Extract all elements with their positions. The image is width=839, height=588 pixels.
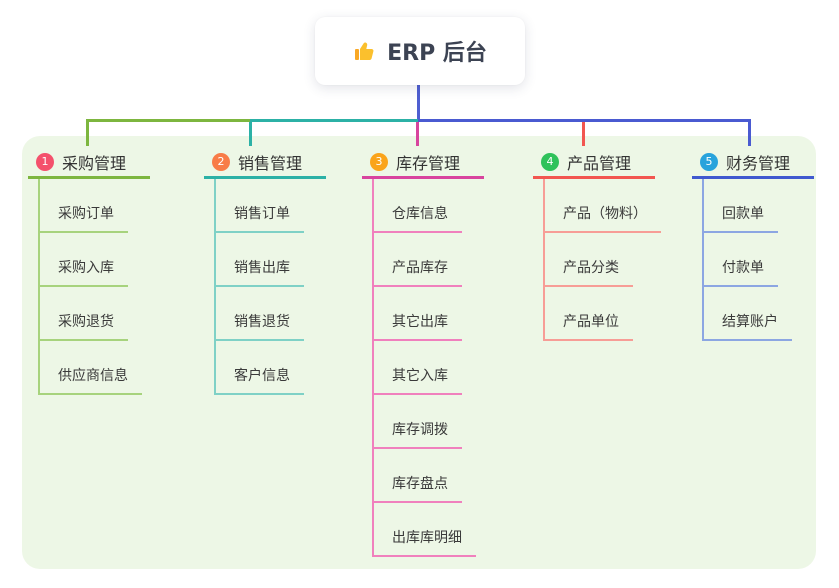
branch-label: 产品管理 bbox=[567, 154, 632, 173]
branch-children: 回款单付款单结算账户 bbox=[702, 179, 814, 341]
branch-badge-icon: 2 bbox=[212, 153, 230, 171]
branch-topic[interactable]: 3 库存管理 bbox=[362, 148, 485, 179]
connector-horizontal-teal bbox=[250, 119, 418, 122]
branch-badge-icon: 4 bbox=[541, 153, 559, 171]
child-topic[interactable]: 出库库明细 bbox=[372, 503, 476, 557]
branches-panel bbox=[22, 136, 816, 569]
child-topic[interactable]: 供应商信息 bbox=[38, 341, 142, 395]
branch-product: 4 产品管理 产品（物料）产品分类产品单位 bbox=[533, 148, 661, 341]
branch-finance: 5 财务管理 回款单付款单结算账户 bbox=[692, 148, 815, 341]
connector-drop-finance bbox=[748, 119, 751, 146]
branch-children: 采购订单采购入库采购退货供应商信息 bbox=[38, 179, 150, 395]
branch-children: 产品（物料）产品分类产品单位 bbox=[543, 179, 661, 341]
child-topic[interactable]: 产品分类 bbox=[543, 233, 633, 287]
child-topic[interactable]: 采购退货 bbox=[38, 287, 128, 341]
branch-topic[interactable]: 2 销售管理 bbox=[204, 148, 327, 179]
connector-drop-sales bbox=[249, 119, 252, 146]
connector-root-stem bbox=[417, 85, 420, 119]
connector-horizontal-green bbox=[86, 119, 250, 122]
child-topic[interactable]: 回款单 bbox=[702, 179, 778, 233]
child-topic[interactable]: 库存调拨 bbox=[372, 395, 462, 449]
branch-label: 采购管理 bbox=[62, 154, 127, 173]
child-topic[interactable]: 客户信息 bbox=[214, 341, 304, 395]
branch-children: 销售订单销售出库销售退货客户信息 bbox=[214, 179, 326, 395]
connector-drop-inventory bbox=[416, 119, 419, 146]
child-topic[interactable]: 产品库存 bbox=[372, 233, 462, 287]
child-topic[interactable]: 其它入库 bbox=[372, 341, 462, 395]
branch-procurement: 1 采购管理 采购订单采购入库采购退货供应商信息 bbox=[28, 148, 151, 395]
child-topic[interactable]: 付款单 bbox=[702, 233, 778, 287]
child-topic[interactable]: 销售出库 bbox=[214, 233, 304, 287]
branch-label: 库存管理 bbox=[396, 154, 461, 173]
child-topic[interactable]: 其它出库 bbox=[372, 287, 462, 341]
connector-drop-product bbox=[582, 119, 585, 146]
child-topic[interactable]: 结算账户 bbox=[702, 287, 792, 341]
branch-inventory: 3 库存管理 仓库信息产品库存其它出库其它入库库存调拨库存盘点出库库明细 bbox=[362, 148, 485, 557]
child-topic[interactable]: 产品单位 bbox=[543, 287, 633, 341]
connector-horizontal-indigo bbox=[418, 119, 751, 122]
branch-badge-icon: 5 bbox=[700, 153, 718, 171]
branch-badge-icon: 3 bbox=[370, 153, 388, 171]
child-topic[interactable]: 采购订单 bbox=[38, 179, 128, 233]
child-topic[interactable]: 销售退货 bbox=[214, 287, 304, 341]
child-topic[interactable]: 产品（物料） bbox=[543, 179, 661, 233]
branch-topic[interactable]: 5 财务管理 bbox=[692, 148, 815, 179]
branch-sales: 2 销售管理 销售订单销售出库销售退货客户信息 bbox=[204, 148, 327, 395]
root-topic[interactable]: ERP 后台 bbox=[315, 17, 525, 85]
branch-topic[interactable]: 4 产品管理 bbox=[533, 148, 656, 179]
branch-badge-icon: 1 bbox=[36, 153, 54, 171]
branch-topic[interactable]: 1 采购管理 bbox=[28, 148, 151, 179]
branch-label: 财务管理 bbox=[726, 154, 791, 173]
thumbs-up-icon bbox=[353, 39, 377, 63]
connector-drop-procurement bbox=[86, 119, 89, 146]
branch-label: 销售管理 bbox=[238, 154, 303, 173]
root-label: ERP 后台 bbox=[387, 41, 487, 66]
child-topic[interactable]: 销售订单 bbox=[214, 179, 304, 233]
child-topic[interactable]: 库存盘点 bbox=[372, 449, 462, 503]
child-topic[interactable]: 采购入库 bbox=[38, 233, 128, 287]
child-topic[interactable]: 仓库信息 bbox=[372, 179, 462, 233]
branch-children: 仓库信息产品库存其它出库其它入库库存调拨库存盘点出库库明细 bbox=[372, 179, 484, 557]
